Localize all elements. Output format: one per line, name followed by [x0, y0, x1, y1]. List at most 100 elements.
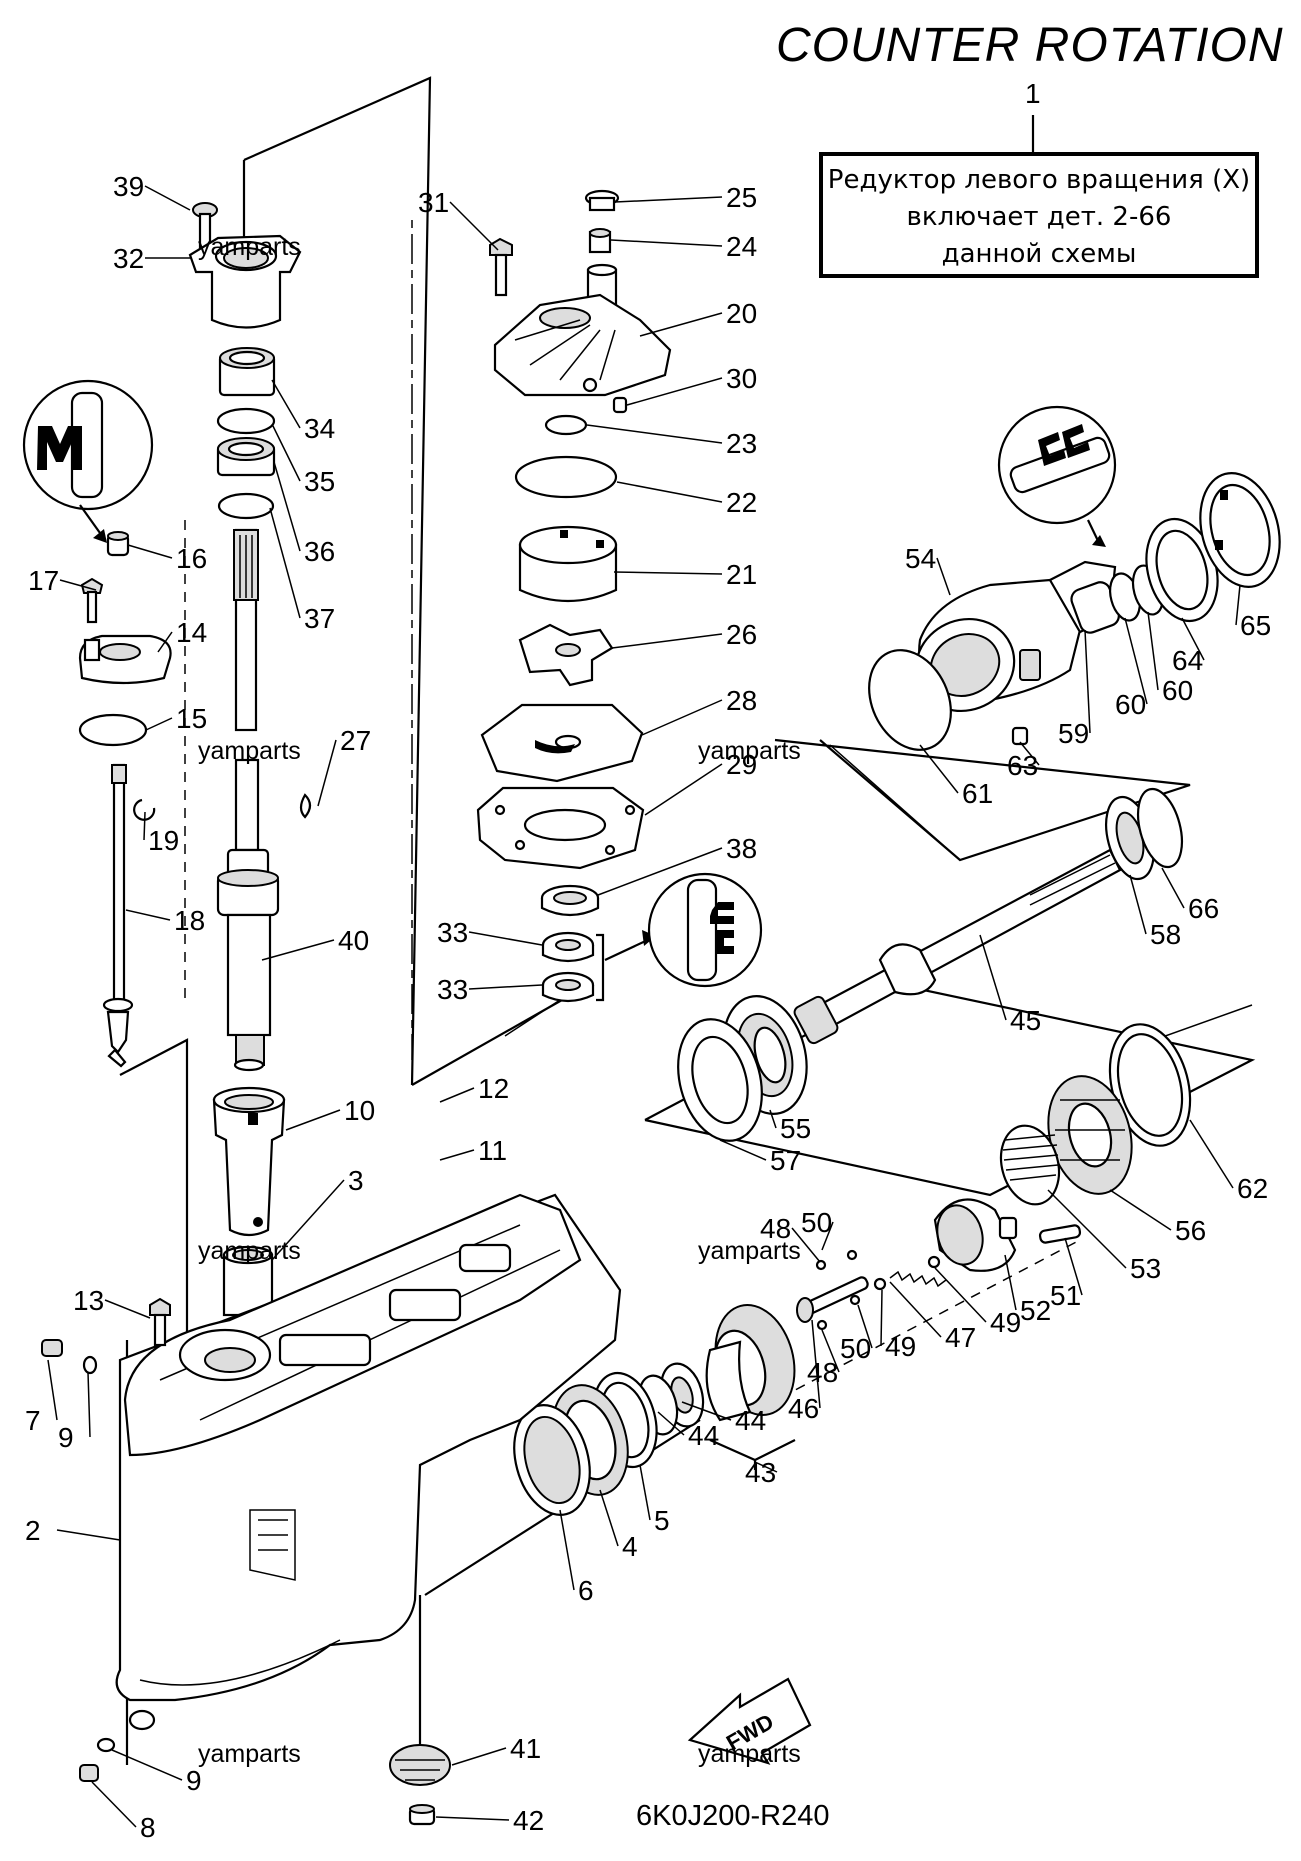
part-label: 50 — [840, 1333, 871, 1364]
leader-line — [610, 239, 723, 247]
gasket-9-lower — [96, 1737, 116, 1753]
part-label: 32 — [113, 243, 144, 274]
part-label: 22 — [726, 487, 757, 518]
leader-line — [889, 1281, 942, 1338]
leader-line — [1019, 741, 1040, 766]
grease-callout-cc — [997, 405, 1117, 547]
drive-shaft-upper — [233, 528, 259, 732]
o-ring-15 — [78, 713, 148, 747]
part-label: 7 — [25, 1405, 41, 1436]
part-label: 48 — [807, 1357, 838, 1388]
leader-line — [449, 201, 499, 251]
o-ring-23 — [544, 414, 588, 436]
ball-50-a — [846, 1249, 858, 1261]
leader-line — [439, 1087, 475, 1103]
watermark: yamparts — [698, 1740, 801, 1768]
bearing-race-6 — [513, 1404, 591, 1516]
leader-line — [821, 1221, 834, 1251]
ring-nut-65 — [1199, 472, 1281, 588]
part-label: 51 — [1050, 1280, 1081, 1311]
part-label: 21 — [726, 559, 757, 590]
part-label: 2 — [25, 1515, 41, 1546]
part-label: 13 — [73, 1285, 104, 1316]
leader-line — [468, 984, 543, 990]
page-title: COUNTER ROTATION — [776, 19, 1284, 72]
woodruff-key-27 — [299, 793, 312, 819]
part-label: 28 — [726, 685, 757, 716]
part-label: 63 — [1007, 750, 1038, 781]
part-label: 53 — [1130, 1253, 1161, 1284]
part-label: 26 — [726, 619, 757, 650]
leader-line — [285, 1109, 341, 1131]
part-label: 62 — [1237, 1173, 1268, 1204]
gasket-29 — [476, 786, 645, 870]
leader-line — [1064, 1237, 1083, 1296]
part-number-labels: 3932343536371617141527191840101211313792… — [25, 171, 1271, 1843]
leader-line — [269, 507, 301, 619]
leader-line — [934, 1267, 987, 1323]
part-label: 57 — [770, 1145, 801, 1176]
part-label: 38 — [726, 833, 757, 864]
leader-line — [821, 1329, 840, 1373]
o-ring-37 — [217, 492, 275, 520]
shift-plunger-46 — [796, 1276, 869, 1323]
leader-line — [1124, 617, 1148, 705]
leader-line — [125, 909, 171, 921]
grease-callout-pump — [604, 872, 763, 988]
sleeve-10 — [212, 1086, 286, 1237]
part-label: 24 — [726, 231, 757, 262]
bearing-housing-32 — [188, 234, 302, 329]
part-label: 31 — [418, 187, 449, 218]
watermark: yamparts — [198, 1740, 301, 1768]
leader-line — [47, 1359, 58, 1421]
drive-shaft-40 — [216, 758, 280, 1072]
leader-line — [641, 699, 723, 736]
part-label: 66 — [1188, 893, 1219, 924]
note-box: Редуктор левого вращения (X) включает де… — [819, 152, 1259, 278]
leader-line — [111, 1749, 183, 1781]
bearing-34 — [218, 347, 276, 397]
leader-line — [613, 571, 723, 575]
leader-line — [1147, 611, 1159, 691]
part-label: 9 — [186, 1765, 202, 1796]
part-label: 36 — [304, 536, 335, 567]
part-label: 16 — [176, 543, 207, 574]
leader-line — [681, 1401, 732, 1421]
part-label: 60 — [1162, 675, 1193, 706]
part-label: 4 — [622, 1531, 638, 1562]
part-label: 40 — [338, 925, 369, 956]
part-label: 42 — [513, 1805, 544, 1836]
part-label: 39 — [113, 171, 144, 202]
part-label: 29 — [726, 749, 757, 780]
bolt-17 — [80, 577, 104, 624]
part-label: 27 — [340, 725, 371, 756]
leader-line — [979, 934, 1007, 1021]
part-label: 10 — [344, 1095, 375, 1126]
note-line-2: включает дет. 2-66 — [906, 202, 1172, 232]
pump-housing-20 — [493, 263, 672, 397]
leader-line — [451, 1747, 507, 1766]
note-line-1: Редуктор левого вращения (X) — [827, 165, 1251, 195]
spring-53 — [999, 1124, 1061, 1206]
watermark: yamparts — [698, 737, 801, 765]
part-label: 23 — [726, 428, 757, 459]
leader-line — [719, 1139, 767, 1161]
leader-line — [1189, 1119, 1234, 1189]
leader-line — [880, 1289, 883, 1347]
leader-line — [599, 1489, 619, 1547]
bolt-13 — [149, 1297, 171, 1347]
part-label: 17 — [28, 565, 59, 596]
leader-line — [1235, 584, 1241, 626]
spring-47 — [889, 1270, 947, 1288]
shim-62 — [1108, 1023, 1192, 1147]
leader-lines — [119, 76, 1256, 1765]
leader-line — [754, 1461, 778, 1473]
leader-line — [271, 1179, 345, 1261]
leader-line — [56, 1529, 121, 1541]
part-label: 43 — [745, 1457, 776, 1488]
note-line-3: данной схемы — [941, 239, 1137, 269]
leader-line — [104, 1299, 151, 1319]
leader-line — [144, 185, 191, 211]
leader-line — [1181, 617, 1205, 661]
